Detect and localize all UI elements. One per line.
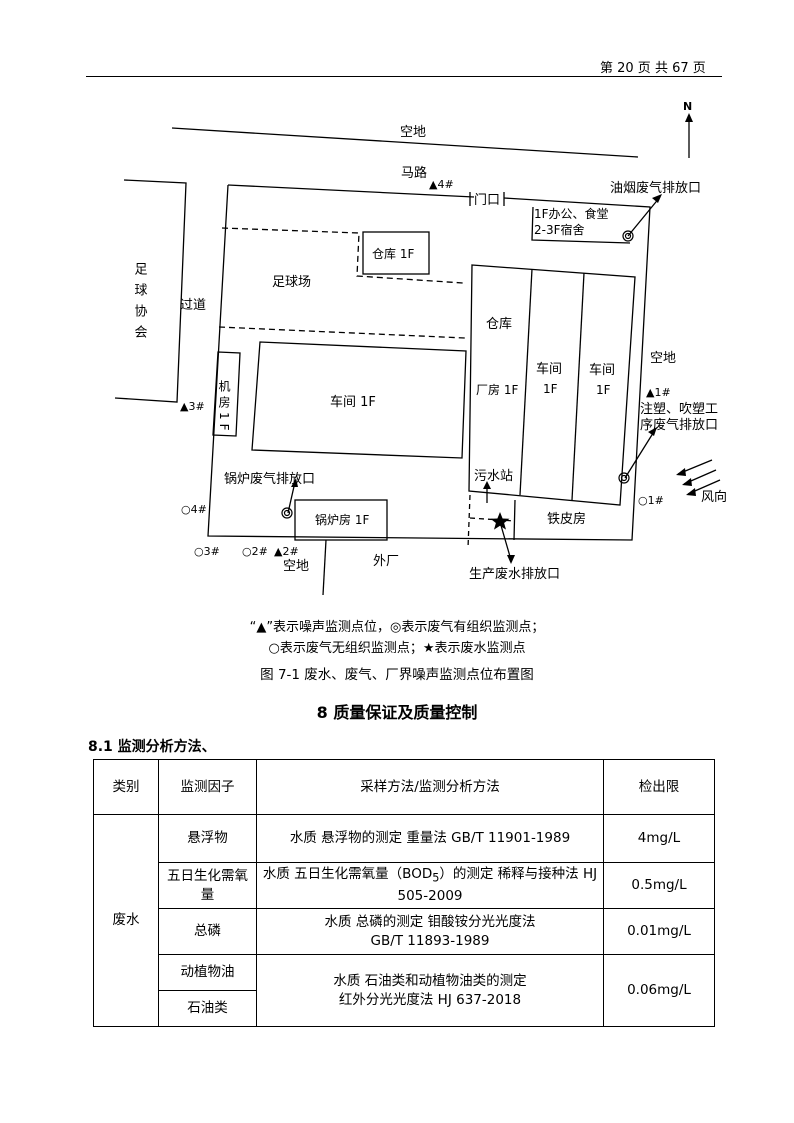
- cell-factor: 悬浮物: [158, 814, 257, 863]
- label-boiler-outlet: 锅炉废气排放口: [224, 471, 315, 487]
- label-workshop-b: 车间: [589, 362, 615, 378]
- wastewater-star-icon: [490, 512, 510, 530]
- method-line-1: 水质 石油类和动植物油类的测定: [333, 972, 527, 989]
- table-row: 废水 悬浮物 水质 悬浮物的测定 重量法 GB/T 11901-1989 4mg…: [93, 814, 715, 1027]
- figure-caption: 图 7-1 废水、废气、厂界噪声监测点位布置图: [260, 667, 534, 683]
- cell-method: 水质 悬浮物的测定 重量法 GB/T 11901-1989: [256, 814, 604, 863]
- noise-point-4: ▲4#: [429, 178, 454, 191]
- table-row: 石油类: [94, 990, 715, 1027]
- label-workshop-a: 车间: [536, 361, 562, 377]
- methods-table: 类别 监测因子 采样方法/监测分析方法 检出限 废水 悬浮物 水质 悬浮物的测定…: [93, 759, 715, 1027]
- label-injection-1: 注塑、吹塑工: [640, 402, 718, 417]
- subsection-title: 8.1 监测分析方法、: [88, 739, 216, 755]
- label-waichang: 外厂: [373, 554, 399, 569]
- cell-factor: 总磷: [158, 908, 257, 955]
- label-kongdi-bottom: 空地: [283, 559, 309, 574]
- label-door: 门口: [474, 193, 500, 208]
- site-layout-map: N 空地 马路 门口 1F办公、食堂 2-3F宿舍 油烟废气排放口 仓库 1F …: [114, 100, 727, 596]
- cell-method: 水质 总磷的测定 钼酸铵分光光度法 GB/T 11893-1989: [256, 908, 604, 955]
- label-workshop-a2: 1F: [543, 382, 558, 396]
- label-sewage: 污水站: [474, 469, 513, 484]
- method-line-2: GB/T 11893-1989: [370, 932, 490, 949]
- header-method: 采样方法/监测分析方法: [256, 759, 604, 815]
- north-label: N: [683, 100, 692, 113]
- header-rule: [86, 76, 722, 77]
- page-number-header: 第 20 页 共 67 页: [600, 61, 706, 76]
- label-boiler: 锅炉房 1F: [315, 512, 369, 527]
- label-assoc: 足球协会: [132, 262, 148, 346]
- label-smoke-outlet: 油烟废气排放口: [610, 180, 701, 196]
- table-header-row: 类别 监测因子 采样方法/监测分析方法 检出限: [93, 759, 715, 815]
- cell-factor: 动植物油: [158, 954, 257, 991]
- label-tiepifang: 铁皮房: [547, 511, 586, 527]
- header-factor: 监测因子: [158, 759, 257, 815]
- cell-method: 水质 五日生化需氧量（BOD5）的测定 稀释与接种法 HJ 505-2009: [256, 862, 604, 909]
- label-office: 1F办公、食堂: [534, 206, 609, 221]
- noise-point-1: ▲1#: [646, 386, 671, 399]
- method-text-b: ）的测定 稀释与接种法 HJ 505-2009: [397, 865, 598, 905]
- cell-limit: 0.01mg/L: [603, 908, 715, 955]
- fugitive-point-2: ○2#: [242, 545, 268, 558]
- table-row: 总磷 水质 总磷的测定 钼酸铵分光光度法 GB/T 11893-1989 0.01…: [94, 908, 715, 955]
- cell-limit: 0.5mg/L: [603, 862, 715, 909]
- method-text-a: 水质 五日生化需氧量（BOD: [262, 865, 433, 882]
- legend-line-1: “▲”表示噪声监测点位，◎表示废气有组织监测点；: [249, 620, 545, 635]
- label-warehouse: 仓库: [486, 316, 512, 332]
- label-workshop-b2: 1F: [596, 383, 611, 397]
- cell-factor: 石油类: [158, 990, 257, 1027]
- cell-method: 水质 石油类和动植物油类的测定红外分光光度法 HJ 637-2018: [256, 954, 604, 1027]
- label-football: 足球场: [272, 275, 311, 290]
- label-jifang: 机房1F: [217, 380, 231, 435]
- table-row: 五日生化需氧量 水质 五日生化需氧量（BOD5）的测定 稀释与接种法 HJ 50…: [94, 862, 715, 909]
- cell-limit: 0.06mg/L: [603, 954, 715, 1027]
- cell-factor: 五日生化需氧量: [158, 862, 257, 909]
- method-line-2: 红外分光光度法 HJ 637-2018: [338, 991, 522, 1008]
- fugitive-point-3: ○3#: [194, 545, 220, 558]
- label-wind: 风向: [701, 489, 727, 505]
- header-category: 类别: [93, 759, 159, 815]
- cell-limit: 4mg/L: [603, 814, 715, 863]
- noise-point-2: ▲2#: [274, 545, 299, 558]
- label-workshop-main: 车间 1F: [330, 394, 376, 410]
- label-factory: 厂房 1F: [476, 382, 518, 397]
- label-wastewater-outlet: 生产废水排放口: [469, 566, 560, 582]
- label-injection-2: 序废气排放口: [640, 417, 718, 433]
- label-kongdi-right: 空地: [650, 351, 676, 366]
- method-line-1: 水质 总磷的测定 钼酸铵分光光度法: [324, 913, 536, 930]
- table-row: 动植物油 水质 石油类和动植物油类的测定红外分光光度法 HJ 637-2018 …: [94, 954, 715, 1027]
- label-warehouse-small: 仓库 1F: [372, 246, 414, 261]
- label-guodao: 过道: [180, 298, 206, 313]
- noise-point-3: ▲3#: [180, 400, 205, 413]
- legend-line-2: ○表示废气无组织监测点；★表示废水监测点: [268, 641, 526, 656]
- header-limit: 检出限: [603, 759, 715, 815]
- label-malu: 马路: [401, 165, 427, 181]
- label-kongdi-top: 空地: [400, 125, 426, 140]
- fugitive-point-1: ○1#: [638, 494, 664, 507]
- method-subscript: 5: [432, 871, 440, 885]
- cell-category: 废水: [93, 814, 159, 1027]
- fugitive-point-4: ○4#: [181, 503, 207, 516]
- section-title: 8 质量保证及质量控制: [316, 703, 478, 722]
- label-dorm: 2-3F宿舍: [534, 222, 585, 237]
